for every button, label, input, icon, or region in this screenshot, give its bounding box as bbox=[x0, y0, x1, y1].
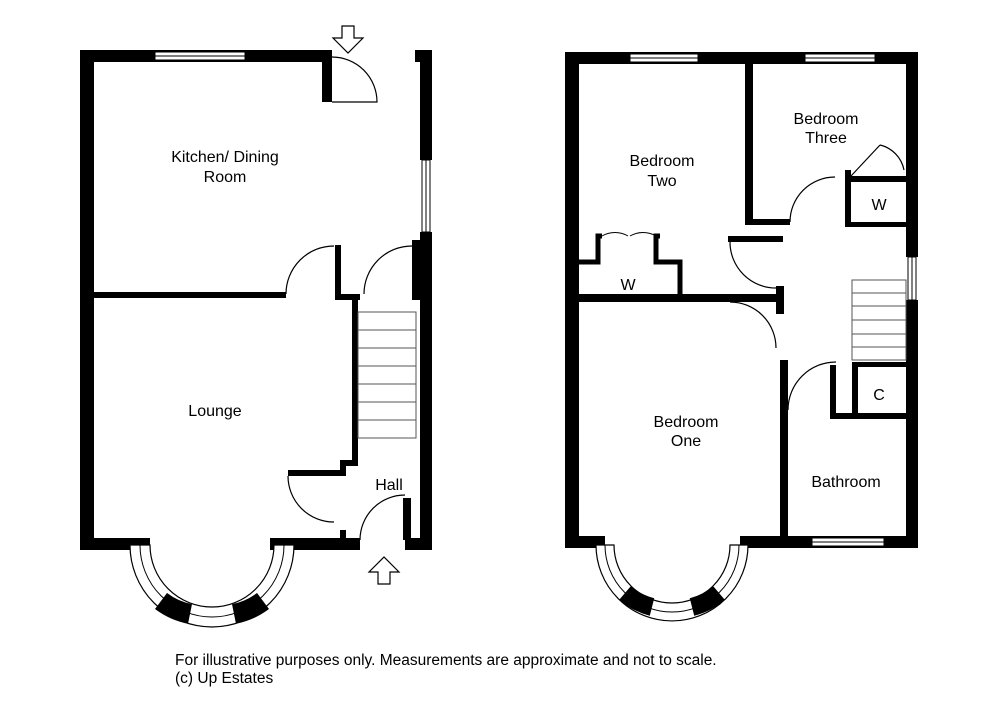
wall bbox=[830, 365, 836, 419]
copyright-text: (c) Up Estates bbox=[175, 670, 274, 687]
disclaimer-text: For illustrative purposes only. Measurem… bbox=[175, 652, 717, 669]
room-label-kitchen: Room bbox=[204, 169, 247, 186]
room-label-bedroom-two: Bedroom bbox=[630, 153, 695, 170]
cupboard-label: C bbox=[873, 387, 885, 404]
entry-arrow-icon bbox=[331, 25, 365, 54]
wall bbox=[845, 170, 851, 225]
wall bbox=[80, 50, 94, 550]
room-label-lounge: Lounge bbox=[188, 403, 241, 420]
bay-window bbox=[595, 544, 749, 622]
wall bbox=[352, 294, 358, 464]
wall bbox=[845, 222, 910, 227]
wall bbox=[906, 300, 918, 548]
room-label-bedroom-two: Two bbox=[647, 173, 676, 190]
door-swing bbox=[331, 56, 378, 103]
wardrobe bbox=[579, 233, 683, 296]
wall bbox=[403, 498, 411, 540]
wall bbox=[577, 294, 782, 302]
room-label-bathroom: Bathroom bbox=[811, 474, 880, 491]
staircase bbox=[851, 279, 907, 361]
door-swing bbox=[359, 494, 406, 541]
wall bbox=[420, 50, 432, 160]
room-label-bedroom-one: Bedroom bbox=[654, 414, 719, 431]
wall bbox=[340, 530, 346, 542]
wall bbox=[906, 52, 918, 257]
entry-arrow-icon bbox=[367, 556, 401, 585]
wall bbox=[728, 236, 783, 242]
room-label-bedroom-one: One bbox=[671, 433, 701, 450]
room-label-bedroom-three: Bedroom bbox=[794, 111, 859, 128]
wall bbox=[335, 294, 360, 300]
room-label-hall: Hall bbox=[375, 477, 403, 494]
wall bbox=[830, 413, 910, 419]
wall bbox=[288, 470, 346, 476]
first-floor-plan: Bedroom Two Bedroom Three Bedroom One Ba… bbox=[565, 52, 918, 622]
wall bbox=[780, 360, 788, 538]
wall bbox=[745, 219, 790, 225]
door-swings bbox=[729, 176, 837, 411]
wall bbox=[851, 176, 906, 182]
wall bbox=[776, 286, 784, 314]
wall bbox=[340, 460, 358, 466]
wall bbox=[420, 232, 432, 550]
door-swing bbox=[287, 475, 335, 523]
wall bbox=[412, 240, 422, 300]
door-swing bbox=[285, 245, 335, 295]
door-swing bbox=[363, 245, 413, 295]
wardrobe-label: W bbox=[871, 197, 887, 214]
wall bbox=[340, 460, 346, 474]
wall bbox=[322, 50, 332, 102]
wardrobe-label: W bbox=[620, 277, 636, 294]
ground-floor-plan: Kitchen/ Dining Room Lounge Hall bbox=[80, 25, 432, 628]
wall bbox=[94, 292, 286, 298]
staircase bbox=[357, 311, 417, 439]
wall bbox=[745, 60, 753, 225]
wall bbox=[565, 536, 605, 548]
room-label-bedroom-three: Three bbox=[805, 130, 847, 147]
room-label-kitchen: Kitchen/ Dining bbox=[171, 149, 279, 166]
bay-window bbox=[129, 544, 295, 628]
wall bbox=[335, 245, 341, 298]
wall bbox=[565, 52, 579, 548]
wall bbox=[405, 538, 432, 550]
